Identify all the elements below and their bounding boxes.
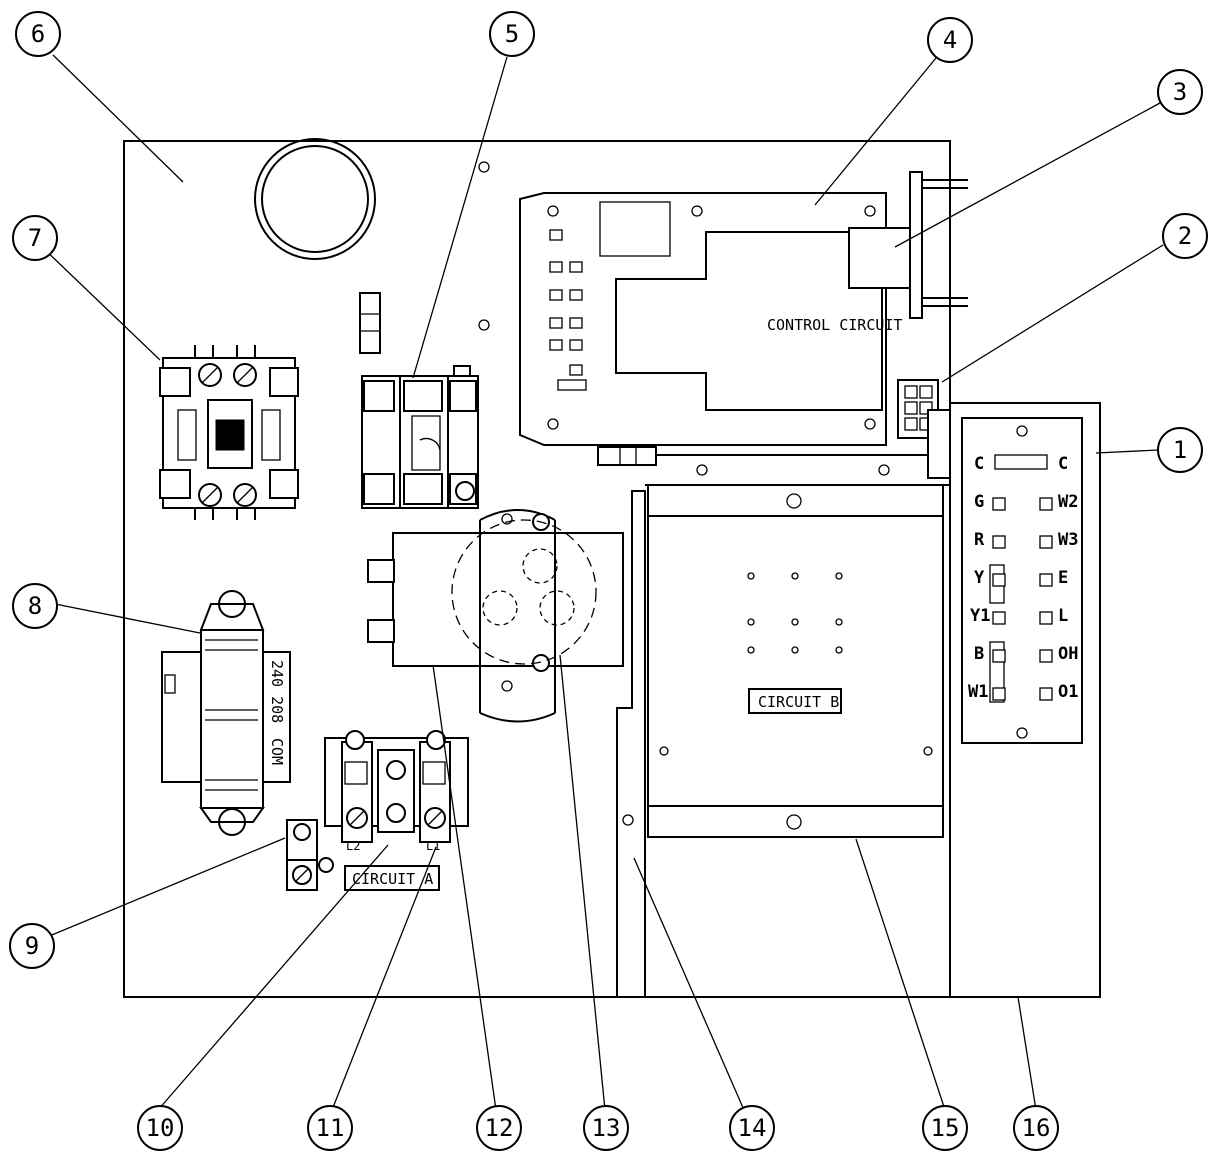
tb-left-3: Y xyxy=(974,568,985,588)
svg-text:12: 12 xyxy=(485,1114,514,1142)
callout-3: 3 xyxy=(1157,69,1203,115)
leader-lines xyxy=(39,54,1164,1111)
svg-text:10: 10 xyxy=(146,1114,175,1142)
svg-text:2: 2 xyxy=(1178,222,1192,250)
divider-channel xyxy=(616,490,646,997)
svg-text:13: 13 xyxy=(592,1114,621,1142)
tb-right-0: C xyxy=(1058,454,1068,474)
tb-right-4: L xyxy=(1058,606,1068,626)
circuit-b-label: CIRCUIT B xyxy=(758,693,839,711)
tb-right-1: W2 xyxy=(1058,492,1078,512)
callout-5: 5 xyxy=(489,11,535,57)
transformer-tap-label: 240 208 xyxy=(268,660,286,723)
svg-text:5: 5 xyxy=(505,20,519,48)
ground-lug xyxy=(286,819,334,891)
tb-left-6: W1 xyxy=(968,682,988,702)
tb-left-5: B xyxy=(974,644,984,664)
svg-text:6: 6 xyxy=(31,20,45,48)
callout-4: 4 xyxy=(927,17,973,63)
svg-text:8: 8 xyxy=(28,592,42,620)
circuit-a-tag xyxy=(344,865,440,891)
control-circuit-label: CONTROL CIRCUIT xyxy=(767,316,902,334)
terminal-l2-label: L2 xyxy=(346,839,360,853)
callout-13: 13 xyxy=(583,1105,629,1151)
callout-10: 10 xyxy=(137,1105,183,1151)
callout-2: 2 xyxy=(1162,213,1208,259)
svg-text:9: 9 xyxy=(25,932,39,960)
callout-1: 1 xyxy=(1157,427,1203,473)
terminal-l1-label: L1 xyxy=(426,839,440,853)
relay xyxy=(361,365,479,509)
tb-left-4: Y1 xyxy=(970,606,990,626)
svg-text:7: 7 xyxy=(28,224,42,252)
tb-right-5: OH xyxy=(1058,644,1078,664)
tb-right-2: W3 xyxy=(1058,530,1078,550)
relay-connector xyxy=(848,171,968,319)
contactor xyxy=(159,345,299,520)
callout-12: 12 xyxy=(476,1105,522,1151)
callout-8: 8 xyxy=(12,583,58,629)
transformer-com-label: COM xyxy=(268,738,286,765)
transformer: 240 208 COM xyxy=(161,590,291,836)
svg-text:14: 14 xyxy=(738,1114,767,1142)
tb-right-6: O1 xyxy=(1058,682,1078,702)
main-panel xyxy=(123,140,951,998)
fan-motor-capacitor xyxy=(367,509,624,723)
svg-text:16: 16 xyxy=(1022,1114,1051,1142)
tb-left-1: G xyxy=(974,492,984,512)
wire-plug xyxy=(897,379,951,479)
tb-left-0: C xyxy=(974,454,984,474)
tb-left-2: R xyxy=(974,530,985,550)
circuit-a-label: CIRCUIT A xyxy=(352,870,433,888)
callout-7: 7 xyxy=(12,215,58,261)
low-voltage-terminal-strip: C G R Y Y1 B W1 C W2 W3 E L OH O1 xyxy=(961,417,1083,744)
tb-right-3: E xyxy=(1058,568,1068,588)
svg-text:4: 4 xyxy=(943,26,957,54)
svg-text:15: 15 xyxy=(931,1114,960,1142)
svg-text:3: 3 xyxy=(1173,78,1187,106)
callout-6: 6 xyxy=(15,11,61,57)
knockout-hole xyxy=(254,138,376,260)
callout-14: 14 xyxy=(729,1105,775,1151)
terminal-panel xyxy=(950,402,1101,998)
callout-16: 16 xyxy=(1013,1105,1059,1151)
callout-9: 9 xyxy=(9,923,55,969)
callout-11: 11 xyxy=(307,1105,353,1151)
svg-text:1: 1 xyxy=(1173,436,1187,464)
power-terminal-block: L2 L1 xyxy=(324,730,469,853)
mounting-strip xyxy=(645,454,950,486)
control-circuit-board: CONTROL CIRCUIT xyxy=(519,192,902,446)
svg-text:11: 11 xyxy=(316,1114,345,1142)
circuit-b-plate: CIRCUIT B xyxy=(647,485,944,838)
circuit-b-tag xyxy=(748,688,842,714)
callout-15: 15 xyxy=(922,1105,968,1151)
